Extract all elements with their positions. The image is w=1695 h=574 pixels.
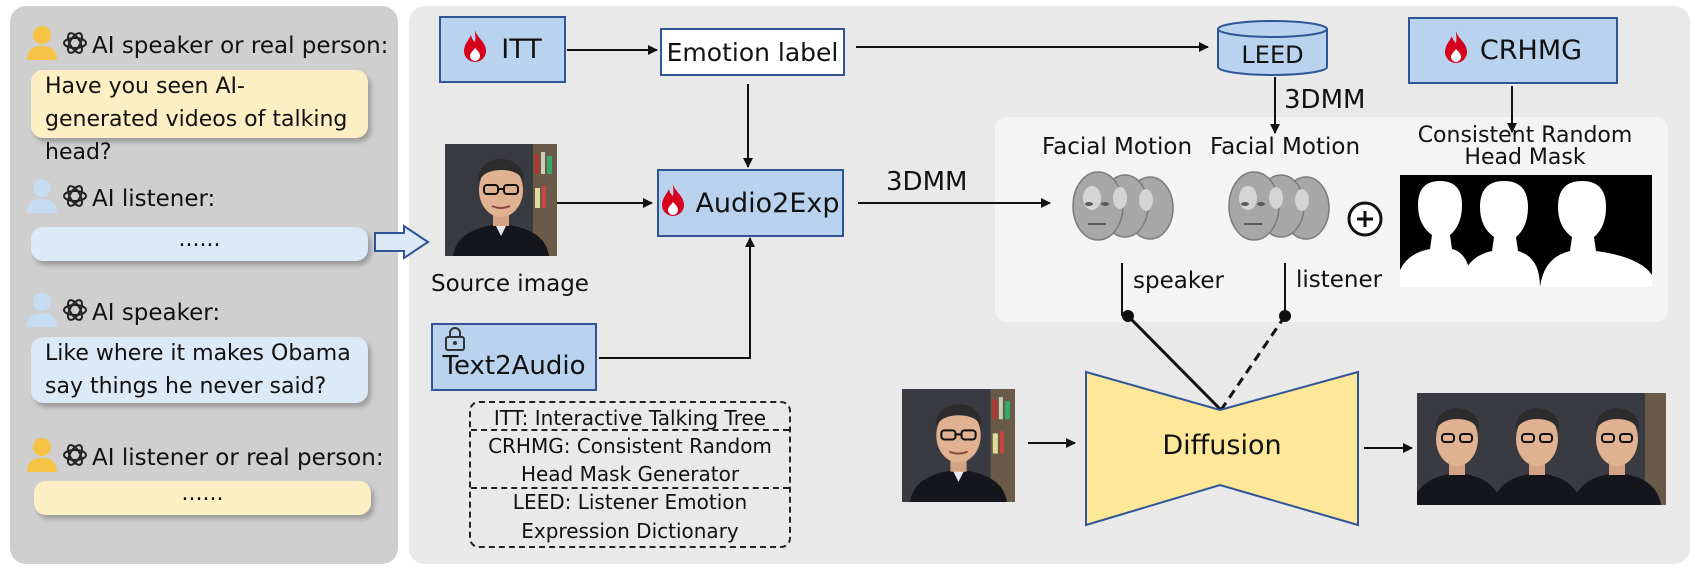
legend-line: ITT: Interactive Talking Tree [493, 406, 767, 430]
message-bubble: ...... [34, 481, 371, 515]
head-mask-image [1400, 175, 1652, 287]
openai-icon [62, 442, 88, 474]
facial-motion-listener-label: Facial Motion [1210, 134, 1361, 160]
role-label: AI listener: [92, 186, 216, 212]
output-frames [1417, 393, 1666, 505]
message-bubble: Like where it makes Obama say things he … [31, 337, 368, 403]
dialogue-role-4: AI listener or real person: [26, 437, 384, 479]
legend-line: CRHMG: Consistent Random [488, 434, 772, 458]
emotion-label-box: Emotion label [660, 28, 845, 76]
dialogue-role-3: AI speaker: [26, 292, 220, 334]
message-bubble: ...... [31, 227, 368, 261]
itt-label: ITT [501, 34, 542, 65]
flame-icon [661, 183, 685, 224]
3dmm-label-audio2exp: 3DMM [886, 167, 968, 197]
message-bubble: Have you seen AI-generated videos of tal… [31, 70, 368, 165]
role-label: AI listener or real person: [92, 445, 384, 471]
text2audio-label: Text2Audio [442, 351, 586, 381]
source-image [445, 144, 557, 256]
diffusion-block [1084, 370, 1360, 527]
flame-icon [463, 29, 487, 70]
audio2exp-label: Audio2Exp [695, 187, 840, 219]
role-label: AI speaker: [92, 300, 221, 326]
legend-line: Expression Dictionary [521, 519, 739, 543]
legend-line: LEED: Listener Emotion [512, 490, 748, 514]
legend-line: Head Mask Generator [520, 462, 740, 486]
leed-database [1216, 19, 1329, 77]
role-label: AI speaker or real person: [92, 33, 389, 59]
facial-motion-speaker-label: Facial Motion [1042, 134, 1193, 160]
text2audio-box: Text2Audio [431, 323, 597, 391]
crhmg-box: CRHMG [1408, 17, 1618, 84]
legend-divider [471, 487, 789, 489]
dialogue-role-1: AI speaker or real person: [26, 25, 388, 67]
mask-title: Consistent Random Head Mask [1417, 123, 1633, 170]
lock-icon [444, 326, 466, 352]
3dmm-label-leed: 3DMM [1284, 85, 1366, 115]
legend-divider [471, 429, 789, 431]
reference-image [902, 389, 1015, 502]
leed-label: LEED [1241, 41, 1304, 69]
diffusion-label: Diffusion [1162, 430, 1282, 461]
flame-icon [1444, 30, 1468, 71]
speaker-face-meshes [1068, 168, 1178, 252]
hollow-arrow-icon [372, 224, 432, 260]
crhmg-label: CRHMG [1479, 35, 1583, 66]
source-image-label: Source image [431, 271, 589, 297]
openai-icon [62, 183, 88, 215]
listener-label: listener [1296, 267, 1383, 293]
audio2exp-box: Audio2Exp [657, 169, 844, 237]
listener-face-meshes [1224, 168, 1334, 252]
user-icon [26, 25, 58, 67]
user-icon [26, 178, 58, 220]
openai-icon [62, 297, 88, 329]
user-icon [26, 437, 58, 479]
dialogue-role-2: AI listener: [26, 178, 215, 220]
plus-circle-icon [1346, 200, 1384, 238]
abbreviation-legend: ITT: Interactive Talking Tree CRHMG: Con… [469, 401, 791, 548]
itt-box: ITT [439, 16, 566, 83]
speaker-label: speaker [1133, 268, 1224, 294]
openai-icon [62, 30, 88, 62]
user-icon [26, 292, 58, 334]
